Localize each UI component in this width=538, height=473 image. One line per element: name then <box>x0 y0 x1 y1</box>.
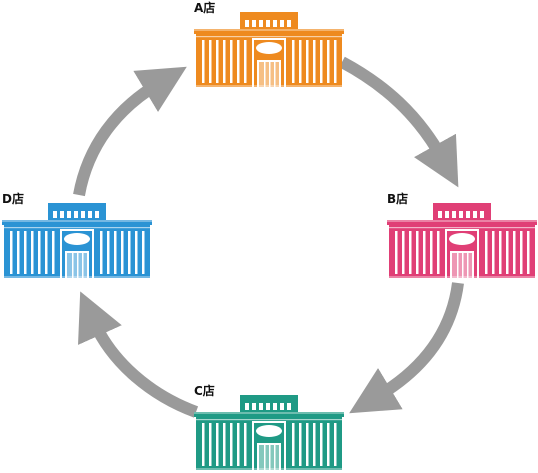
arrow-c-to-d <box>78 291 199 418</box>
arrow-b-to-c <box>349 282 464 414</box>
store-d-building <box>2 203 152 278</box>
arrow-d-to-a <box>73 66 187 197</box>
store-a-building <box>194 12 344 87</box>
store-a-label: A店 <box>194 1 216 15</box>
store-c-label: C店 <box>194 384 215 398</box>
store-b-building <box>387 203 537 278</box>
store-c-building <box>194 395 344 470</box>
arrow-a-to-b <box>339 56 459 188</box>
store-b-label: B店 <box>387 192 409 206</box>
store-d-label: D店 <box>2 192 24 206</box>
